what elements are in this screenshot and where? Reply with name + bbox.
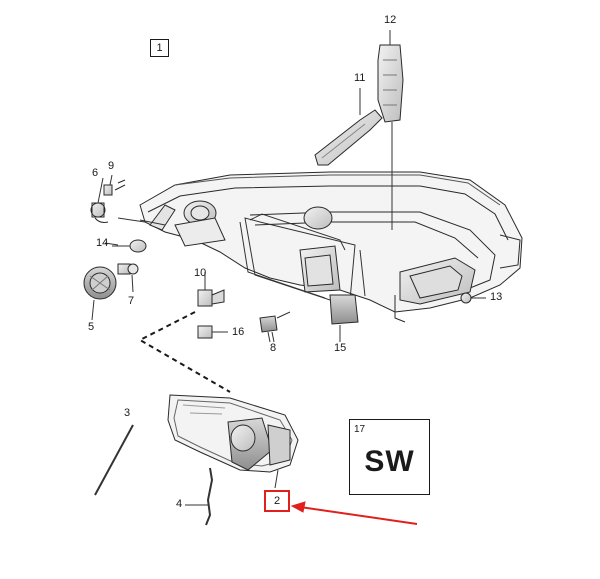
callout-15: 15 [334,342,347,354]
part-3-rod [94,424,134,496]
callout-7: 7 [128,295,135,307]
red-pointer-arrow [290,501,418,525]
center-small-parts [197,280,291,343]
headlamp-housing [139,171,523,325]
callout-13: 13 [490,291,503,303]
callout-3: 3 [124,407,131,419]
group-label-box: 1 [150,39,169,57]
part-13 [460,292,486,304]
callout-5: 5 [88,321,95,333]
callout-16: 16 [232,326,245,338]
callout-4: 4 [176,498,183,510]
part-2-lamp-module [167,394,299,473]
part-12-bracket [377,30,404,230]
part-4-wire [205,467,214,526]
sw-box-number: 17 [354,424,366,435]
callout-9: 9 [108,160,115,172]
part-11-adjuster [314,88,383,166]
left-small-parts [83,179,166,300]
callout-6: 6 [92,167,99,179]
callout-12: 12 [384,14,397,26]
callout-14: 14 [96,237,109,249]
callout-2-highlighted: 2 [264,490,290,512]
callout-10: 10 [194,267,207,279]
callout-11: 11 [354,72,366,84]
sw-reference-box: 17 SW [349,419,430,495]
sw-box-text: SW [364,445,415,478]
callout-8: 8 [270,342,277,354]
